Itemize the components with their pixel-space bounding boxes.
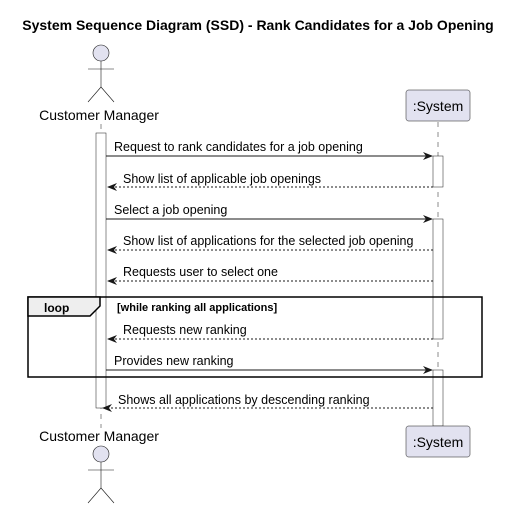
message-1-label: Request to rank candidates for a job ope…: [114, 140, 363, 154]
message-4: Show list of applications for the select…: [107, 234, 433, 254]
message-2: Show list of applicable job openings: [107, 172, 433, 191]
system-box-bottom: :System: [405, 425, 471, 458]
actor-label-bottom: Customer Manager: [39, 428, 159, 444]
actor-activation: [95, 132, 107, 409]
actor-bottom: Customer Manager: [39, 428, 159, 504]
message-8: Shows all applications by descending ran…: [102, 393, 433, 412]
system-label-top: :System: [413, 98, 464, 114]
message-7-label: Provides new ranking: [114, 354, 234, 368]
loop-guard: [while ranking all applications]: [117, 302, 277, 314]
system-label-bottom: :System: [413, 434, 464, 450]
actor-stick-figure-icon: [87, 445, 115, 504]
message-2-label: Show list of applicable job openings: [123, 172, 321, 186]
message-1: Request to rank candidates for a job ope…: [106, 140, 433, 160]
loop-label: loop: [44, 301, 69, 315]
loop-frame: loop [while ranking all applications]: [27, 296, 483, 378]
message-3-label: Select a job opening: [114, 203, 227, 217]
message-8-label: Shows all applications by descending ran…: [118, 393, 370, 407]
message-7: Provides new ranking: [106, 354, 433, 374]
message-5: Requests user to select one: [107, 265, 433, 285]
system-activation-2: [432, 218, 444, 340]
actor-stick-figure-icon: [87, 44, 115, 103]
message-6: Requests new ranking: [107, 323, 433, 343]
message-5-label: Requests user to select one: [123, 265, 278, 279]
system-box-top: :System: [405, 89, 471, 122]
actor-top: Customer Manager: [39, 44, 159, 123]
message-4-label: Show list of applications for the select…: [123, 234, 414, 248]
system-activation-1: [432, 155, 444, 188]
message-3: Select a job opening: [106, 203, 433, 223]
message-6-label: Requests new ranking: [123, 323, 247, 337]
diagram-title: System Sequence Diagram (SSD) - Rank Can…: [22, 17, 493, 33]
actor-label-top: Customer Manager: [39, 107, 159, 123]
system-activation-3: [432, 369, 444, 427]
